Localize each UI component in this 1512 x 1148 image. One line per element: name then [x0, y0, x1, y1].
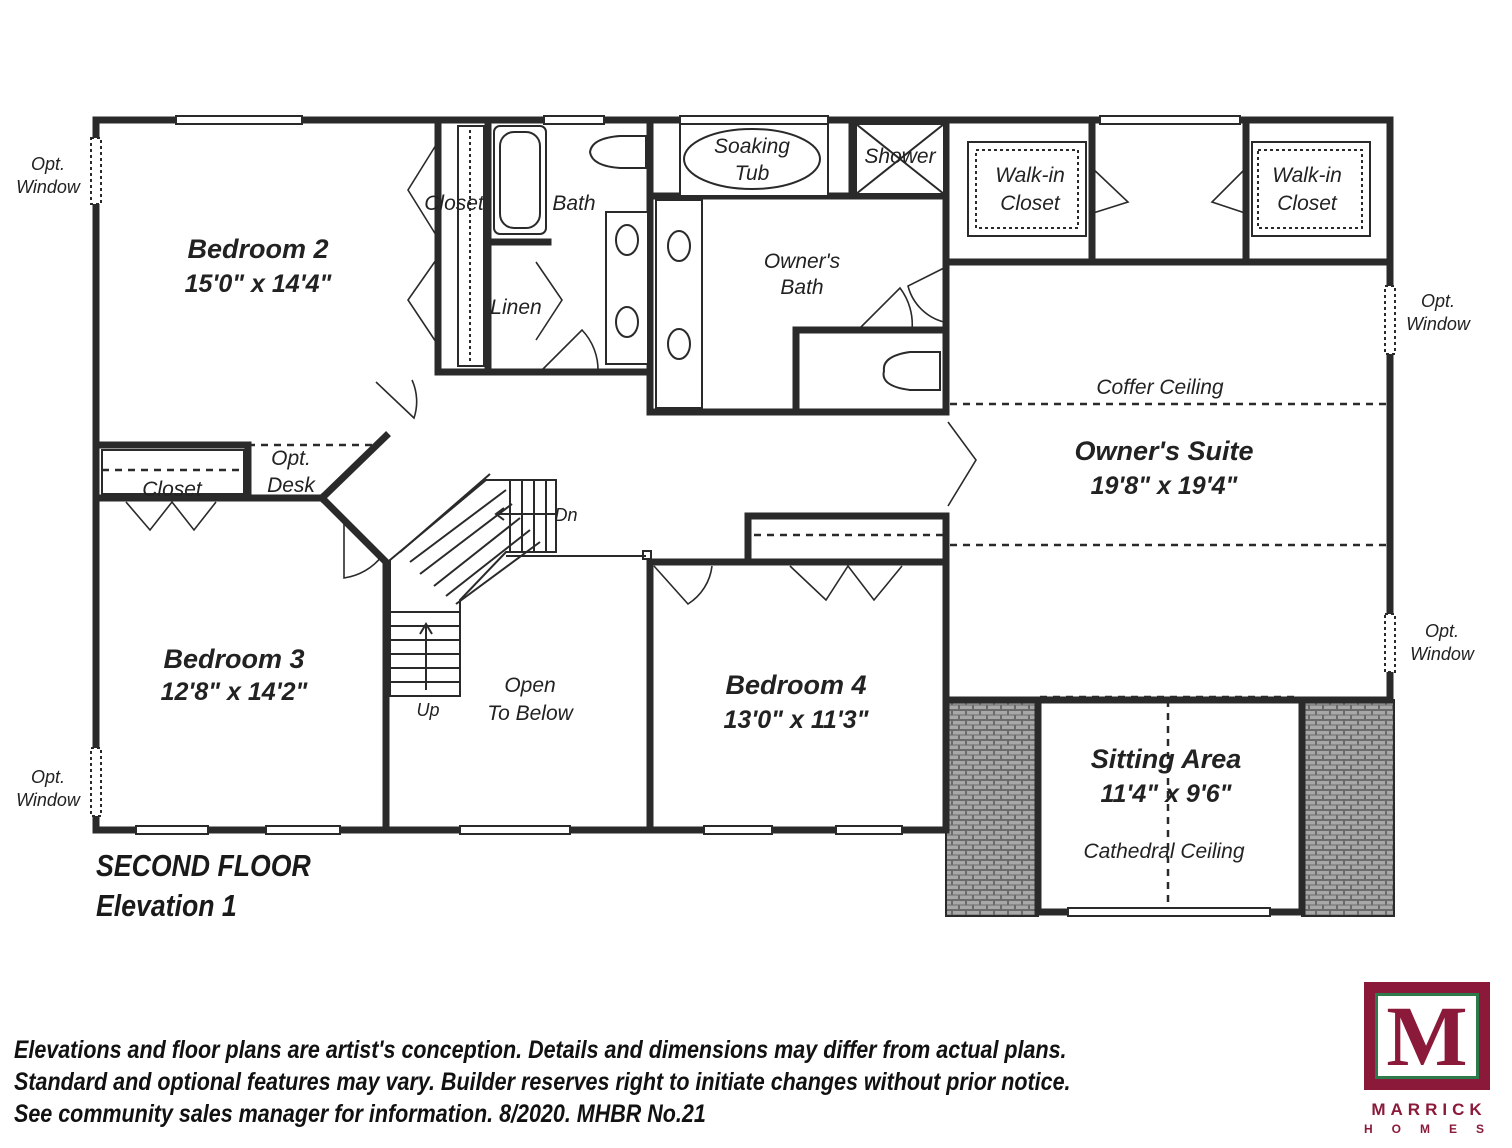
fixtures [493, 123, 945, 409]
bedroom4-name: Bedroom 4 [725, 670, 866, 700]
stairs-down-label: Dn [554, 505, 577, 525]
windows [90, 115, 1396, 917]
soaking-tub-line1: Soaking [714, 135, 790, 158]
cathedral-ceiling-label: Cathedral Ceiling [1083, 840, 1244, 863]
disclaimer: Elevations and floor plans are artist's … [14, 1034, 1098, 1130]
opt-desk-line1: Opt. [271, 447, 311, 470]
opt-window-marker [90, 137, 102, 205]
bedroom3-dims: 12'8" x 14'2" [161, 678, 309, 706]
opt-window-br-line2: Window [1410, 644, 1475, 664]
doors [125, 144, 1249, 606]
shower-label: Shower [864, 145, 936, 168]
opt-window-tr-line2: Window [1406, 314, 1471, 334]
bedroom2-dims: 15'0" x 14'4" [185, 270, 333, 298]
staircase [389, 473, 652, 697]
disclaimer-line1: Elevations and floor plans are artist's … [14, 1036, 1067, 1064]
brand-logo-frame: M [1375, 993, 1479, 1079]
closet-label-bed2: Closet [424, 192, 485, 215]
floor-title-line1: SECOND FLOOR [96, 848, 311, 883]
opt-window-bl-line2: Window [16, 790, 81, 810]
linen-label: Linen [490, 296, 541, 319]
soaking-tub-line2: Tub [735, 162, 770, 185]
bedroom2-name: Bedroom 2 [187, 234, 328, 264]
brand-logo-letter: M [1386, 988, 1468, 1084]
walkin-left-line1: Walk-in [995, 164, 1065, 187]
opt-desk-line2: Desk [267, 474, 316, 497]
owners-bath-line2: Bath [780, 276, 823, 299]
ceiling-lines [102, 260, 1388, 910]
floor-title-line2: Elevation 1 [96, 888, 237, 923]
brand-logo: M [1364, 982, 1490, 1090]
bedroom3-name: Bedroom 3 [163, 644, 304, 674]
closet-label-bed3: Closet [142, 478, 203, 501]
walkin-left-line2: Closet [1000, 192, 1061, 215]
open-below-line1: Open [504, 674, 555, 697]
opt-window-tl-line2: Window [16, 177, 81, 197]
opt-window-tl-line1: Opt. [31, 154, 65, 174]
bedroom4-dims: 13'0" x 11'3" [724, 706, 870, 734]
brand-name: MARRICK [1371, 1100, 1487, 1119]
brand-sub: HOMES [1364, 1122, 1504, 1136]
owners-bath-line1: Owner's [764, 250, 841, 273]
stairs-up-label: Up [416, 700, 439, 720]
opt-window-bl-line1: Opt. [31, 767, 65, 787]
brick-wall-right [1301, 699, 1395, 917]
walkin-right-line1: Walk-in [1272, 164, 1342, 187]
coffer-ceiling-label: Coffer Ceiling [1096, 376, 1224, 399]
disclaimer-line2: Standard and optional features may vary.… [14, 1068, 1071, 1096]
brick-wall-left [945, 699, 1039, 917]
walkin-right-line2: Closet [1277, 192, 1338, 215]
disclaimer-line3: See community sales manager for informat… [14, 1100, 706, 1128]
sitting-area-dims: 11'4" x 9'6" [1100, 780, 1232, 808]
opt-window-tr-line1: Opt. [1421, 291, 1455, 311]
owners-suite-dims: 19'8" x 19'4" [1091, 472, 1239, 500]
owners-suite-name: Owner's Suite [1075, 436, 1254, 466]
floor-title: SECOND FLOOR Elevation 1 [96, 846, 311, 926]
opt-window-br-line1: Opt. [1425, 621, 1459, 641]
sitting-area-name: Sitting Area [1091, 744, 1242, 774]
open-below-line2: To Below [487, 702, 574, 725]
bath-label: Bath [552, 192, 595, 215]
room-labels: Bedroom 2 15'0" x 14'4" Bedroom 3 12'8" … [16, 135, 1475, 863]
closets [101, 125, 1371, 495]
